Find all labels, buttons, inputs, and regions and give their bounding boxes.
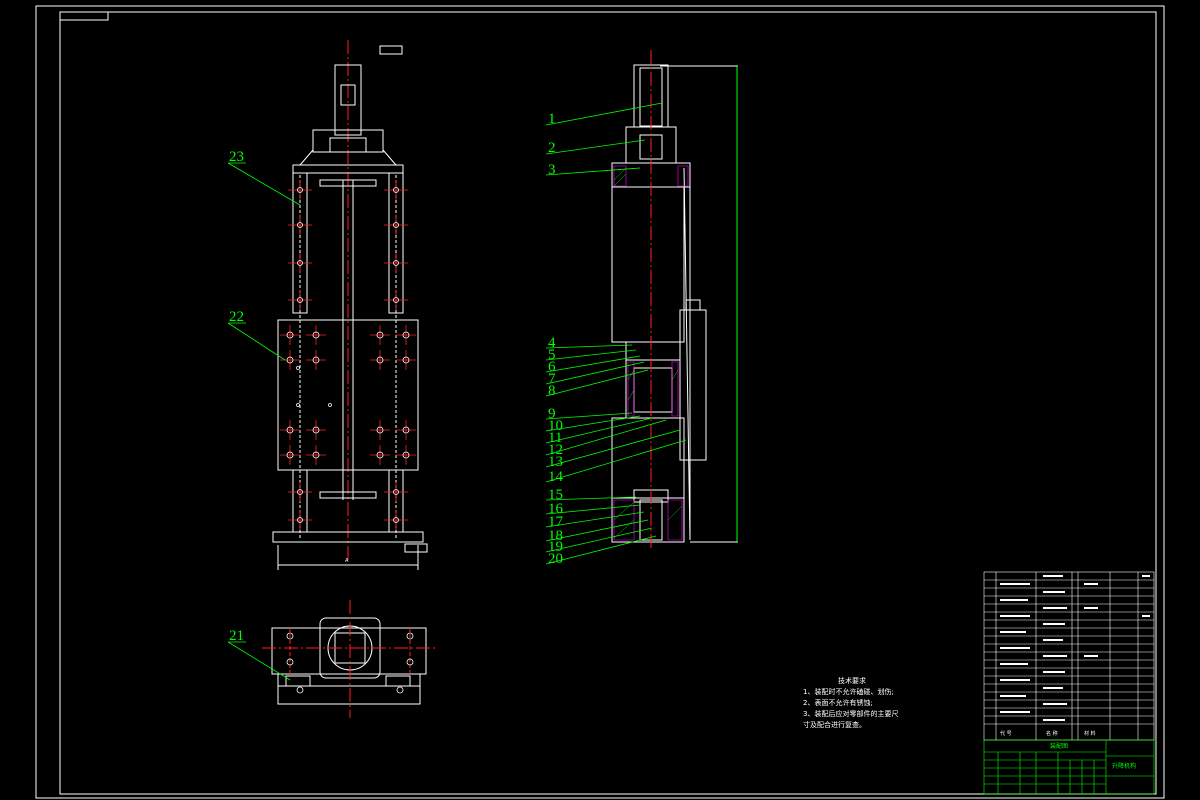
corner-tag — [59, 11, 109, 21]
callout-9: 9 — [548, 406, 556, 422]
section-hatch-lines — [613, 167, 683, 539]
callout-19: 19 — [548, 539, 563, 555]
callouts-left: 23 22 21 — [229, 149, 244, 644]
title-drawing-name: 装配图 — [1050, 742, 1068, 750]
title-block — [983, 739, 1155, 795]
callout-5: 5 — [548, 347, 556, 363]
bom-header: 代 号 名 称 材 料 — [1000, 730, 1096, 737]
bom-header-code: 代 号 — [1000, 730, 1012, 737]
callout-underlines — [228, 162, 246, 643]
callout-7: 7 — [548, 371, 556, 387]
callout-1: 1 — [548, 111, 556, 127]
callout-6: 6 — [548, 359, 556, 375]
callout-23: 23 — [229, 149, 244, 165]
callouts-right: 1 2 3 4 5 6 7 8 9 10 11 12 13 14 15 16 1… — [548, 111, 564, 567]
notes-line-2: 2、表面不允许有锈蚀; — [803, 698, 873, 707]
front-view-holes — [286, 187, 410, 523]
callout-4: 4 — [548, 335, 556, 351]
bom-header-name: 名 称 — [1046, 730, 1058, 737]
callout-12: 12 — [548, 442, 563, 458]
outer-frame — [35, 5, 1165, 799]
callout-18: 18 — [548, 528, 563, 544]
top-view — [262, 600, 438, 718]
callout-10: 10 — [548, 418, 563, 434]
callout-15: 15 — [548, 487, 563, 503]
leader-lines — [227, 102, 687, 681]
notes-line-4: 寸及配合进行复查。 — [803, 720, 866, 729]
inner-frame — [59, 11, 1157, 795]
bom-cell-marks — [1000, 575, 1150, 721]
bom-header-material: 材 料 — [1084, 730, 1096, 737]
notes-title: 技术要求 — [838, 676, 866, 685]
callout-13: 13 — [548, 454, 563, 470]
callout-14: 14 — [548, 469, 564, 485]
notes-line-1: 1、装配时不允许磕碰、划伤; — [803, 687, 894, 696]
callout-22: 22 — [229, 309, 244, 325]
section-view — [611, 64, 738, 543]
title-mechanism-name: 升降机构 — [1112, 762, 1136, 770]
callout-20: 20 — [548, 551, 563, 567]
technical-notes: 技术要求 1、装配时不允许磕碰、划伤; 2、表面不允许有锈蚀; 3、装配后应对零… — [803, 676, 898, 729]
callout-17: 17 — [548, 514, 564, 530]
callout-21: 21 — [229, 628, 244, 644]
callout-11: 11 — [548, 430, 562, 446]
svg-text:A: A — [345, 558, 349, 564]
callout-3: 3 — [548, 162, 556, 178]
front-view-bolts — [280, 180, 416, 530]
callout-16: 16 — [548, 501, 564, 517]
callout-2: 2 — [548, 140, 556, 156]
top-view-holes — [286, 632, 414, 694]
notes-line-3: 3、装配后应对零部件的主要尺 — [803, 709, 898, 718]
front-view: A — [272, 40, 428, 570]
callout-8: 8 — [548, 383, 556, 399]
bom-table — [983, 571, 1155, 741]
